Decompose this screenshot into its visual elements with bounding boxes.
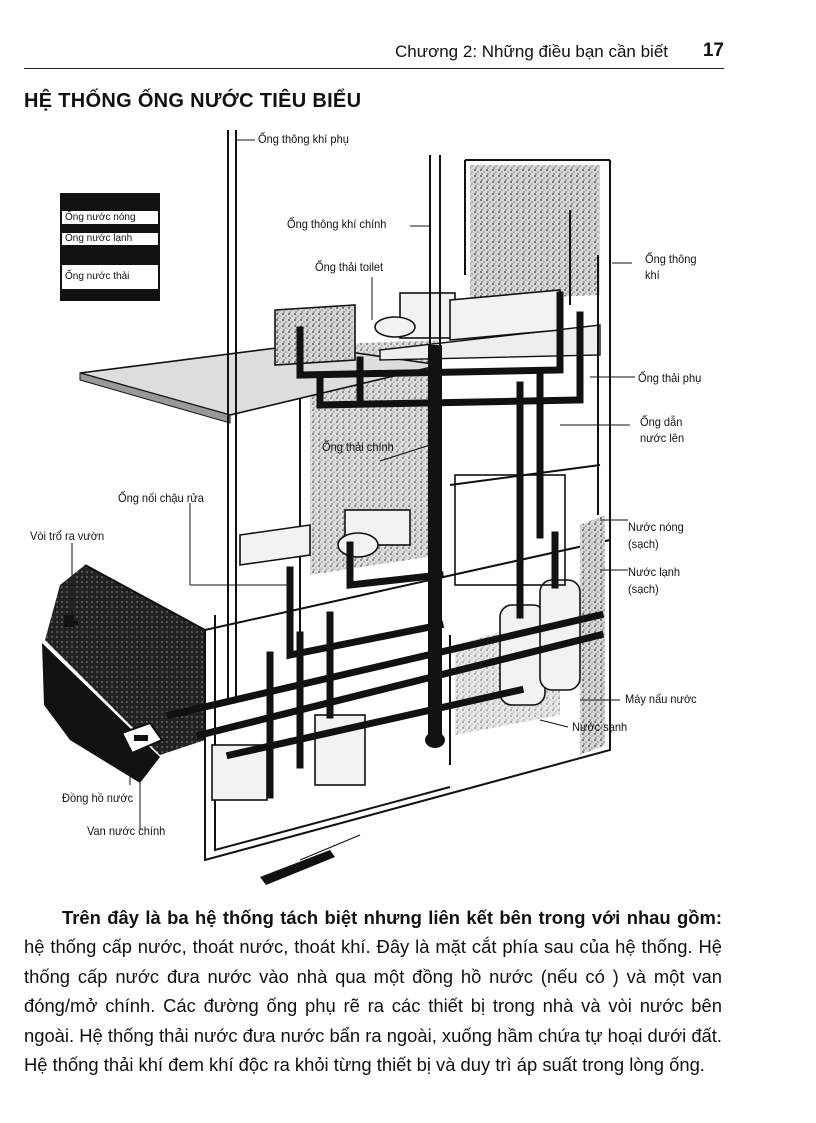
plumbing-diagram: Ống nước nóng Ống nước lạnh Ống nước thả… — [0, 115, 816, 885]
label-cold-clean-line2: (sạch) — [628, 582, 659, 596]
body-paragraph: Trên đây là ba hệ thống tách biệt nhưng … — [24, 903, 722, 1080]
section-title: HỆ THỐNG ỐNG NƯỚC TIÊU BIỂU — [24, 90, 362, 112]
label-clean-water: Nước sạnh — [572, 720, 628, 734]
label-main-valve: Van nước chính — [87, 824, 166, 838]
page-number: 17 — [702, 40, 724, 61]
body-text: hệ thống cấp nước, thoát nước, thoát khí… — [24, 936, 722, 1076]
legend-box — [60, 193, 160, 301]
label-vent-right-line2: khí — [645, 268, 660, 282]
label-aux-vent: Ống thông khí phụ — [258, 132, 349, 146]
vent-pipes — [227, 130, 599, 700]
running-title: Chương 2: Những điều bạn cần biết — [394, 42, 668, 61]
label-hot-clean-line1: Nước nóng — [628, 520, 684, 534]
label-aux-drain: Ống thải phụ — [638, 371, 702, 385]
label-main-vent: Ống thông khí chính — [287, 217, 387, 231]
basement-ground — [42, 565, 205, 783]
garden-tap — [64, 615, 78, 627]
legend-hot-pipe: Ống nước nóng — [65, 212, 136, 223]
label-water-heater: Máy nấu nước — [625, 692, 697, 706]
label-supply-line2: nước lên — [640, 431, 685, 445]
label-cold-clean-line1: Nước lạnh — [628, 565, 681, 579]
water-meter-box — [120, 721, 164, 755]
label-hot-clean-line2: (sạch) — [628, 537, 659, 551]
leader-lines — [71, 139, 635, 830]
label-supply-line1: Ống dẫn — [640, 415, 683, 429]
legend-waste-pipe: Ống nước thải — [65, 271, 130, 282]
label-water-meter: Đồng hồ nước — [62, 791, 134, 805]
legend-cold-pipe: Ống nước lạnh — [65, 233, 133, 244]
label-vent-right-line1: Ống thông — [645, 252, 697, 266]
pipes — [165, 291, 605, 799]
plumbing-drawing — [42, 130, 635, 885]
main-drain-stack — [425, 345, 445, 748]
body-lead-bold: Trên đây là ba hệ thống tách biệt nhưng … — [62, 907, 722, 928]
legend: Ống nước nóng Ống nước lạnh Ống nước thả… — [60, 193, 160, 301]
label-toilet-drain: Ống thải toilet — [315, 260, 384, 274]
running-header: Chương 2: Những điều bạn cần biết 17 — [24, 38, 724, 69]
label-sink-connector: Ống nối chậu rửa — [118, 491, 204, 505]
label-garden-tap: Vòi trổ ra vườn — [30, 529, 105, 543]
label-main-drain: Ống thải chính — [322, 440, 394, 454]
ground-arrow — [260, 834, 361, 885]
